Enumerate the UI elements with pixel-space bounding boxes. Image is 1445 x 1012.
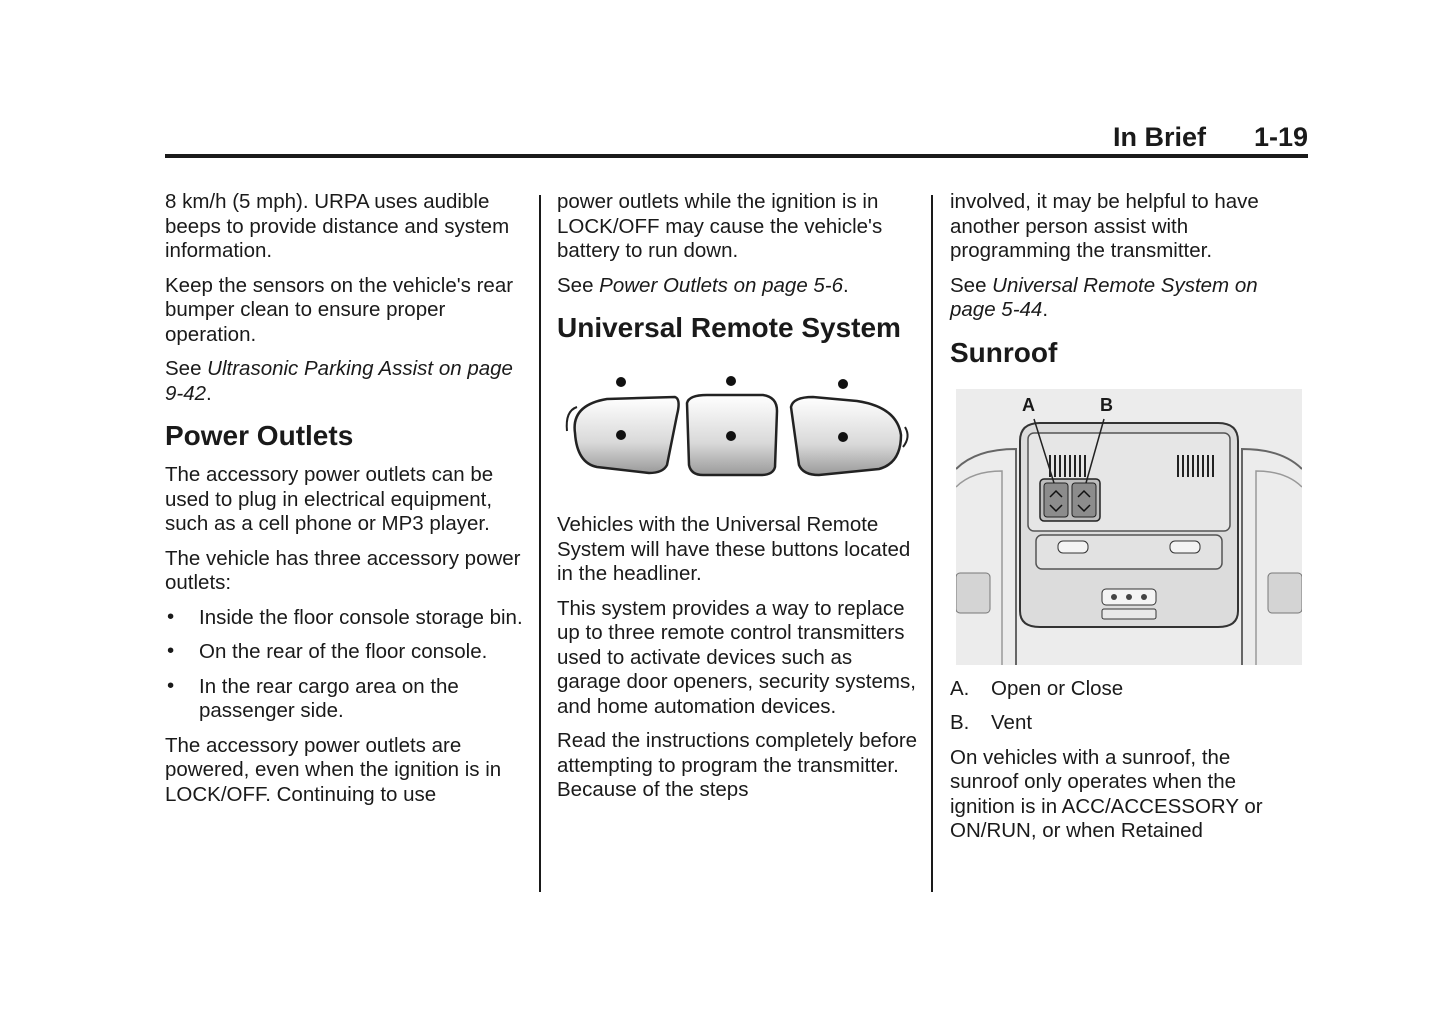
paragraph-sunroof-operation: On vehicles with a sunroof, the sunroof … <box>950 745 1263 843</box>
list-item: •In the rear cargo area on the passenger… <box>167 673 459 723</box>
see-suffix: . <box>206 381 212 405</box>
paragraph-remote-location: Vehicles with the Universal Remote Syste… <box>557 513 911 585</box>
column-divider-1 <box>539 195 541 892</box>
see-prefix: See <box>950 273 993 297</box>
paragraph-see-remote: See Universal Remote System on page 5-44… <box>950 274 1302 323</box>
bullet: • <box>167 673 175 697</box>
link-universal-remote-system[interactable]: Universal Remote System on page 5-44 <box>950 273 1258 322</box>
legend-key: A. <box>950 676 970 700</box>
section-title: In Brief <box>1112 122 1206 152</box>
paragraph-outlets-powered: The accessory power outlets are powered,… <box>165 733 502 806</box>
header-rule <box>165 154 1308 158</box>
heading-universal-remote: Universal Remote System <box>557 312 901 343</box>
column-1: 8 km/h (5 mph). URPA uses audible beeps … <box>165 190 525 817</box>
figure-label-a: A <box>1022 394 1035 415</box>
legend-item: A. Open or Close <box>950 677 1302 702</box>
paragraph-see-outlets: See Power Outlets on page 5-6. <box>557 274 919 299</box>
list-item: •Inside the floor console storage bin. <box>167 604 523 629</box>
see-suffix: . <box>843 273 849 297</box>
paragraph-three-outlets: The vehicle has three accessory power ou… <box>165 546 521 595</box>
heading-sunroof: Sunroof <box>950 336 1058 368</box>
paragraph-read-instructions: Read the instructions completely before … <box>557 729 918 801</box>
page-number: 1-19 <box>1253 122 1308 152</box>
column-3: involved, it may be helpful to have anot… <box>950 190 1303 854</box>
universal-remote-buttons-illustration <box>557 355 917 505</box>
paragraph-battery: power outlets while the ignition is in L… <box>557 190 883 262</box>
paragraph-outlets-intro: The accessory power outlets can be used … <box>165 463 494 535</box>
remote-button-2 <box>685 393 779 477</box>
vent-grille-right <box>1177 454 1214 477</box>
sunroof-open-close-switch <box>1043 482 1069 517</box>
paragraph-urpa: 8 km/h (5 mph). URPA uses audible beeps … <box>165 190 510 262</box>
legend-text: Open or Close <box>991 676 1124 700</box>
paragraph-see-parking: See Ultrasonic Parking Assist on page 9-… <box>165 357 525 406</box>
see-suffix: . <box>1042 298 1049 321</box>
link-power-outlets[interactable]: Power Outlets on page 5-6 <box>599 273 844 297</box>
paragraph-programming-help: involved, it may be helpful to have anot… <box>950 190 1259 262</box>
paragraph-remote-purpose: This system provides a way to replace up… <box>557 596 916 718</box>
paragraph-sensors: Keep the sensors on the vehicle's rear b… <box>165 273 514 346</box>
outlet-list: •Inside the floor console storage bin. •… <box>165 604 525 724</box>
indicator-dot-3 <box>838 379 848 389</box>
figure-label-b: B <box>1100 394 1113 415</box>
column-2: power outlets while the ignition is in L… <box>557 190 919 813</box>
bullet: • <box>167 604 175 628</box>
see-prefix: See <box>557 273 600 297</box>
vent-grille-left <box>1049 454 1086 477</box>
indicator-dot-2 <box>726 376 736 386</box>
remote-button-3 <box>789 395 909 477</box>
indicator-dot-1 <box>616 377 626 387</box>
page-header: In Brief 1-19 <box>165 118 1308 158</box>
legend-item: B. Vent <box>950 711 1302 736</box>
legend-text: Vent <box>991 711 1033 734</box>
heading-power-outlets: Power Outlets <box>165 420 354 451</box>
remote-button-1 <box>565 395 680 475</box>
sunroof-controls-illustration: A B <box>955 388 1303 665</box>
see-prefix: See <box>165 357 208 380</box>
list-item: •On the rear of the floor console. <box>167 639 488 663</box>
link-ultrasonic-parking-assist[interactable]: Ultrasonic Parking Assist on page 9-42 <box>165 357 513 405</box>
legend-key: B. <box>950 711 970 734</box>
column-divider-2 <box>931 195 933 892</box>
sunroof-vent-switch <box>1071 482 1097 517</box>
bullet: • <box>167 639 175 662</box>
